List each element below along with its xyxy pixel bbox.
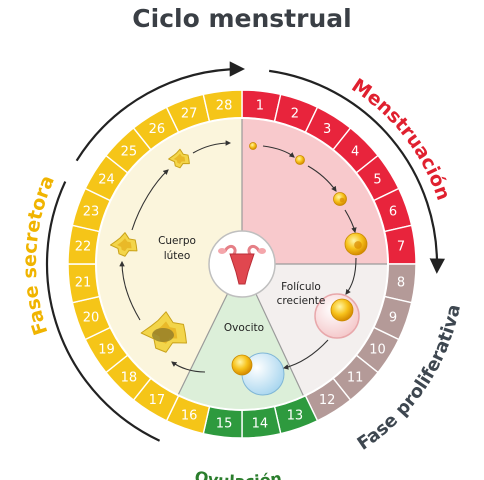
flow-arrow [119, 260, 141, 321]
day-number: 13 [287, 409, 304, 424]
day-number: 19 [98, 343, 115, 358]
day-number: 3 [323, 122, 331, 137]
corpus-luteum-icon [109, 232, 138, 257]
day-number: 17 [149, 393, 166, 408]
corpus-luteum-icon [140, 311, 188, 353]
day-number: 10 [369, 343, 386, 358]
day-number: 20 [83, 310, 100, 325]
inner-ring-edge [95, 117, 389, 411]
sector-proliferative [242, 264, 388, 397]
flow-arrow [131, 169, 169, 231]
day-number: 23 [83, 205, 100, 220]
day-number: 11 [347, 371, 364, 386]
egg-cell-icon [249, 142, 257, 150]
day-number: 15 [216, 416, 233, 431]
day-number: 5 [373, 172, 381, 187]
day-number: 25 [121, 144, 138, 159]
day-number: 24 [98, 172, 115, 187]
uterus-icon [218, 244, 266, 285]
flow-arrow [282, 339, 329, 370]
follicle-icon [314, 293, 360, 339]
day-number: 26 [149, 122, 166, 137]
flow-arrow [262, 145, 295, 158]
day-number: 2 [291, 106, 299, 121]
flow-arrow [307, 165, 337, 192]
day-number: 9 [389, 310, 397, 325]
day-number: 4 [351, 144, 359, 159]
flow-arrow [344, 209, 357, 234]
egg-cell-icon [333, 192, 347, 206]
cycle-arrow-icon [268, 69, 445, 274]
label-cuerpo: Cuerpo [158, 235, 196, 247]
flow-arrow [171, 361, 206, 373]
page-title: Ciclo menstrual [132, 4, 352, 33]
day-number: 18 [121, 371, 138, 386]
cycle-arrow-line [45, 181, 161, 442]
day-number: 28 [216, 99, 233, 114]
label-ovocito: Ovocito [224, 322, 264, 334]
egg-cell-icon [295, 155, 305, 165]
label-ovulation-text: Ovulación [193, 467, 283, 480]
label-luteo: lúteo [164, 250, 191, 262]
sector-secretory [95, 118, 242, 396]
label-creciente: creciente [277, 295, 326, 307]
cycle-arrow-icon [75, 61, 246, 162]
label-foliculo: Folículo [281, 281, 321, 293]
day-number: 16 [181, 409, 198, 424]
day-number: 21 [75, 275, 92, 290]
egg-cell-icon [344, 232, 368, 256]
day-number: 7 [397, 240, 405, 255]
corpus-luteum-icon [168, 148, 190, 169]
day-number: 8 [397, 275, 405, 290]
day-number: 14 [252, 416, 269, 431]
day-number: 6 [389, 205, 397, 220]
oocyte-icon [231, 352, 285, 396]
flow-arrow [345, 257, 357, 295]
day-number: 1 [256, 99, 264, 114]
label-ovulation: Ovulación [193, 467, 283, 480]
flow-arrow [192, 140, 232, 154]
day-number: 27 [181, 106, 198, 121]
day-number: 22 [75, 240, 92, 255]
day-number: 12 [319, 393, 336, 408]
